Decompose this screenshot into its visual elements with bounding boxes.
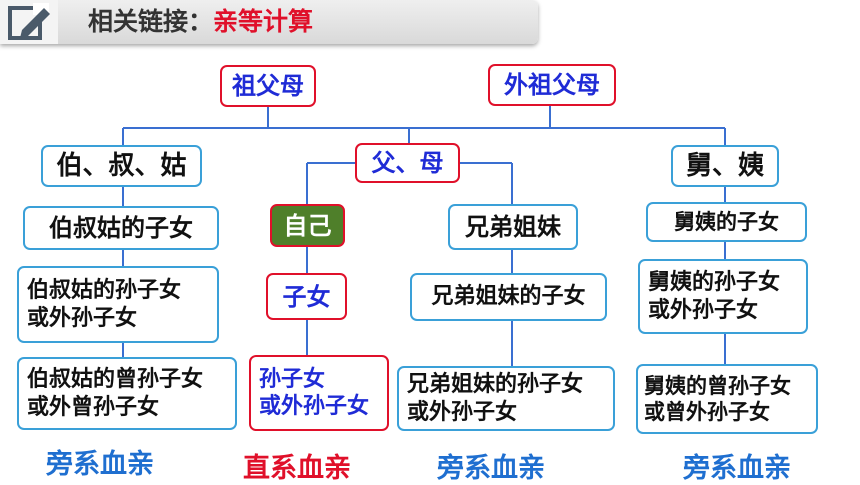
header-icon-area xyxy=(0,0,58,44)
label-collateral-middle: 旁系血亲 xyxy=(437,453,545,484)
label-collateral-right: 旁系血亲 xyxy=(683,453,791,484)
node-maternal-uncles-aunts: 舅、姨 xyxy=(671,145,779,187)
node-children: 子女 xyxy=(266,273,347,320)
node-siblings-grandchildren-line1: 兄弟姐妹的孙子女 xyxy=(407,372,584,397)
node-siblings-grandchildren-line2: 或外孙子女 xyxy=(407,399,518,425)
node-maternal-grandchildren-line1: 舅姨的孙子女 xyxy=(648,270,781,295)
node-paternal-grandchildren: 伯叔姑的孙子女 或外孙子女 xyxy=(17,266,219,343)
node-maternal-great-grandchildren-line2: 或曾外孙子女 xyxy=(644,400,770,424)
node-siblings: 兄弟姐妹 xyxy=(448,204,578,250)
node-self-label: 自己 xyxy=(283,211,332,240)
label-collateral-left: 旁系血亲 xyxy=(46,449,154,480)
node-paternal-aunts-uncles-label: 伯、叔、姑 xyxy=(56,150,187,181)
header-bar xyxy=(0,0,538,44)
node-paternal-great-grandchildren-line1: 伯叔姑的曾孙子女 xyxy=(27,367,204,392)
node-siblings-label: 兄弟姐妹 xyxy=(465,213,561,241)
header-title: 相关链接：亲等计算 xyxy=(88,4,313,40)
node-maternal-uncles-aunts-label: 舅、姨 xyxy=(685,150,764,181)
node-grandchildren-line1: 孙子女 xyxy=(259,366,326,392)
header-prefix: 相关链接： xyxy=(88,7,214,36)
node-maternal-grandparents-label: 外祖父母 xyxy=(504,71,600,99)
node-siblings-grandchildren: 兄弟姐妹的孙子女 或外孙子女 xyxy=(397,366,615,431)
node-maternal-great-grandchildren: 舅姨的曾孙子女 或曾外孙子女 xyxy=(636,364,818,434)
label-direct: 直系血亲 xyxy=(243,453,351,484)
edit-note-icon xyxy=(8,3,50,40)
node-maternal-grandchildren-line2: 或外孙子女 xyxy=(648,297,759,323)
node-paternal-grandchildren-line1: 伯叔姑的孙子女 xyxy=(27,278,182,303)
node-parents-label: 父、母 xyxy=(371,149,444,177)
node-maternal-cousins: 舅姨的子女 xyxy=(646,202,807,242)
node-maternal-cousins-label: 舅姨的子女 xyxy=(674,209,779,234)
node-grandparents: 祖父母 xyxy=(220,65,316,107)
node-children-label: 子女 xyxy=(282,282,331,311)
node-paternal-great-grandchildren-line2: 或外曾孙子女 xyxy=(27,394,160,420)
node-parents: 父、母 xyxy=(355,143,460,183)
node-paternal-cousins-label: 伯叔姑的子女 xyxy=(49,214,193,242)
node-self: 自己 xyxy=(270,204,345,247)
node-siblings-children: 兄弟姐妹的子女 xyxy=(410,273,607,321)
node-paternal-aunts-uncles: 伯、叔、姑 xyxy=(41,145,202,187)
node-paternal-grandchildren-line2: 或外孙子女 xyxy=(27,305,138,331)
node-grandparents-label: 祖父母 xyxy=(232,72,304,100)
node-maternal-grandparents: 外祖父母 xyxy=(488,64,616,106)
node-paternal-great-grandchildren: 伯叔姑的曾孙子女 或外曾孙子女 xyxy=(17,357,237,430)
node-grandchildren: 孙子女 或外孙子女 xyxy=(249,355,389,431)
node-paternal-cousins: 伯叔姑的子女 xyxy=(23,206,219,250)
node-maternal-great-grandchildren-line1: 舅姨的曾孙子女 xyxy=(644,373,791,398)
node-maternal-grandchildren: 舅姨的孙子女 或外孙子女 xyxy=(638,259,808,334)
node-siblings-children-label: 兄弟姐妹的子女 xyxy=(431,284,586,310)
header-topic: 亲等计算 xyxy=(213,7,314,36)
node-grandchildren-line2: 或外孙子女 xyxy=(259,394,370,419)
